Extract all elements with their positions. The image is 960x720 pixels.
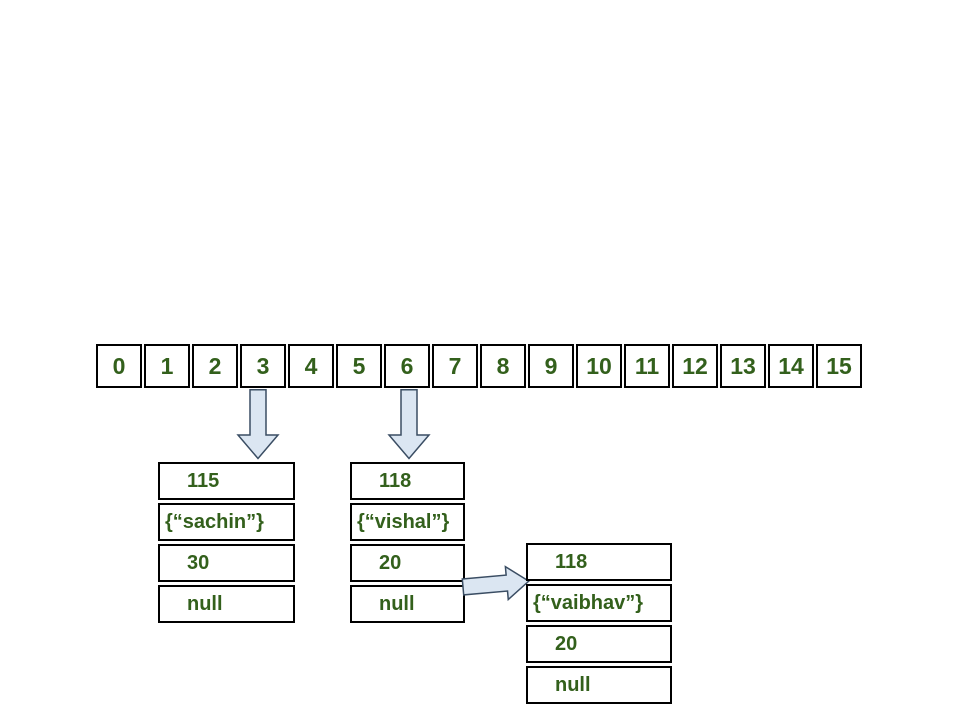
entry-key: {“vishal”} [350, 503, 465, 541]
entry-key: {“vaibhav”} [526, 584, 672, 622]
entry-node-bucket3: 115 {“sachin”} 30 null [158, 462, 295, 623]
entry-node-bucket6: 118 {“vishal”} 20 null [350, 462, 465, 623]
entry-next: null [526, 666, 672, 704]
chain-next-arrow-icon [461, 565, 530, 602]
bucket-array: 0 1 2 3 4 5 6 7 8 9 10 11 12 13 14 15 [96, 344, 862, 388]
down-arrow-outline [236, 389, 280, 460]
array-cell-4: 4 [288, 344, 334, 388]
entry-next: null [158, 585, 295, 623]
array-cell-1: 1 [144, 344, 190, 388]
down-arrow-shape [238, 389, 278, 459]
array-cell-11: 11 [624, 344, 670, 388]
down-arrow-shape [389, 389, 429, 459]
array-cell-2: 2 [192, 344, 238, 388]
array-cell-15: 15 [816, 344, 862, 388]
entry-hash: 118 [526, 543, 672, 581]
array-cell-7: 7 [432, 344, 478, 388]
array-cell-13: 13 [720, 344, 766, 388]
bucket-6-down-arrow-icon [387, 389, 431, 460]
array-cell-14: 14 [768, 344, 814, 388]
bucket-3-down-arrow-icon [236, 389, 280, 460]
right-arrow-shape [462, 566, 529, 600]
array-cell-9: 9 [528, 344, 574, 388]
right-arrow-outline [461, 565, 530, 602]
entry-node-chained: 118 {“vaibhav”} 20 null [526, 543, 672, 704]
entry-value: 30 [158, 544, 295, 582]
array-cell-3: 3 [240, 344, 286, 388]
array-cell-12: 12 [672, 344, 718, 388]
entry-value: 20 [350, 544, 465, 582]
array-cell-6: 6 [384, 344, 430, 388]
array-cell-10: 10 [576, 344, 622, 388]
entry-hash: 118 [350, 462, 465, 500]
array-cell-0: 0 [96, 344, 142, 388]
entry-key: {“sachin”} [158, 503, 295, 541]
array-cell-8: 8 [480, 344, 526, 388]
entry-next: null [350, 585, 465, 623]
array-cell-5: 5 [336, 344, 382, 388]
entry-hash: 115 [158, 462, 295, 500]
entry-value: 20 [526, 625, 672, 663]
down-arrow-outline [387, 389, 431, 460]
